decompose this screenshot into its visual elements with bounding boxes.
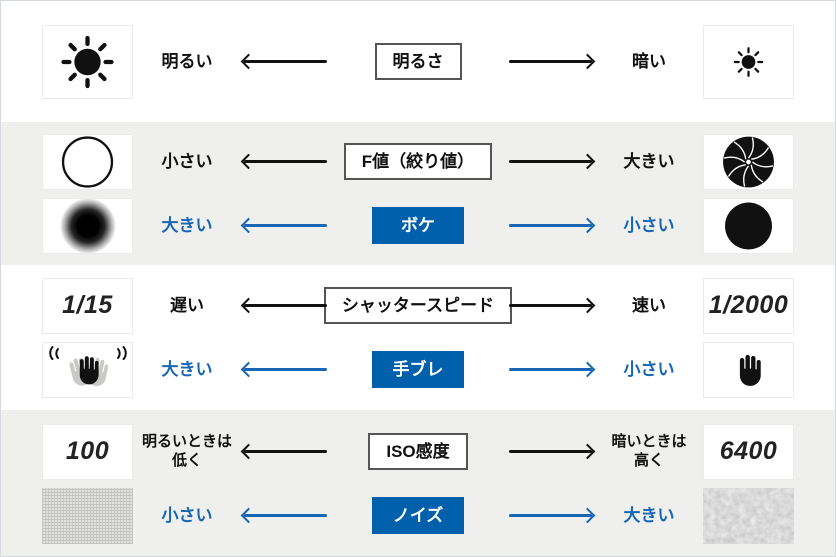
arrow-left-icon <box>241 362 330 378</box>
left-label: 小さい <box>161 151 213 171</box>
center-label: シャッタースピード <box>323 287 513 324</box>
aperture-blades-icon <box>703 133 794 190</box>
arrow-right-icon <box>506 54 595 70</box>
right-label: 暗いときは 高く <box>611 432 687 469</box>
shutter-slow-value: 1/15 <box>42 277 133 334</box>
shutter-fast-value: 1/2000 <box>703 277 794 334</box>
right-label: 速い <box>632 295 666 315</box>
arrow-right-icon <box>506 154 595 170</box>
sun-dim-icon <box>703 24 794 99</box>
hand-icon <box>703 341 794 398</box>
left-label: 大きい <box>161 359 213 379</box>
center-label: ボケ <box>372 207 464 244</box>
left-label: 遅い <box>170 295 204 315</box>
brightness-line: 明るい 明るさ 暗い <box>1 24 835 99</box>
band-brightness: 明るい 明るさ 暗い <box>1 1 835 122</box>
arrow-right-icon <box>506 508 595 524</box>
arrow-left-icon <box>241 54 330 70</box>
fine-grain-texture <box>42 487 133 544</box>
center-label: 手ブレ <box>372 351 464 388</box>
center-label: F値（絞り値） <box>343 143 493 180</box>
left-label: 明るい <box>161 51 213 71</box>
noise-line: 小さい ノイズ 大きい <box>1 487 835 544</box>
iso-low-value: 100 <box>42 423 133 480</box>
left-label: 明るいときは 低く <box>141 432 232 469</box>
right-label: 暗い <box>632 51 666 71</box>
sun-bright-icon <box>42 24 133 99</box>
solid-circle-icon <box>703 197 794 254</box>
center-label: ノイズ <box>372 497 464 534</box>
blurred-circle-icon <box>42 197 133 254</box>
right-label: 大きい <box>623 505 675 525</box>
arrow-left-icon <box>241 298 330 314</box>
band-iso: 100 明るいときは 低く ISO感度 暗いときは 高く 6400 小さい ノイ… <box>1 410 835 556</box>
right-label: 大きい <box>623 151 675 171</box>
shutter-speed-line: 1/15 遅い シャッタースピード 速い 1/2000 <box>1 277 835 334</box>
band-shutter-speed: 1/15 遅い シャッタースピード 速い 1/2000 <box>1 265 835 410</box>
arrow-left-icon <box>241 154 330 170</box>
center-label: 明るさ <box>374 43 462 80</box>
coarse-noise-texture <box>703 487 794 544</box>
arrow-left-icon <box>241 218 330 234</box>
bokeh-line: 大きい ボケ 小さい <box>1 197 835 254</box>
arrow-right-icon <box>506 298 595 314</box>
open-circle-icon <box>42 133 133 190</box>
hand-shake-line: 大きい 手ブレ 小さい <box>1 341 835 398</box>
right-label: 小さい <box>623 359 675 379</box>
right-label: 小さい <box>623 215 675 235</box>
arrow-left-icon <box>241 508 330 524</box>
iso-high-value: 6400 <box>703 423 794 480</box>
arrow-right-icon <box>506 362 595 378</box>
arrow-right-icon <box>506 218 595 234</box>
center-label: ISO感度 <box>368 433 468 470</box>
shaking-hand-icon <box>42 341 133 398</box>
left-label: 小さい <box>161 505 213 525</box>
band-aperture: 小さい F値（絞り値） 大きい <box>1 122 835 265</box>
iso-line: 100 明るいときは 低く ISO感度 暗いときは 高く 6400 <box>1 423 835 480</box>
arrow-right-icon <box>506 444 595 460</box>
left-label: 大きい <box>161 215 213 235</box>
arrow-left-icon <box>241 444 330 460</box>
f-number-line: 小さい F値（絞り値） 大きい <box>1 133 835 190</box>
